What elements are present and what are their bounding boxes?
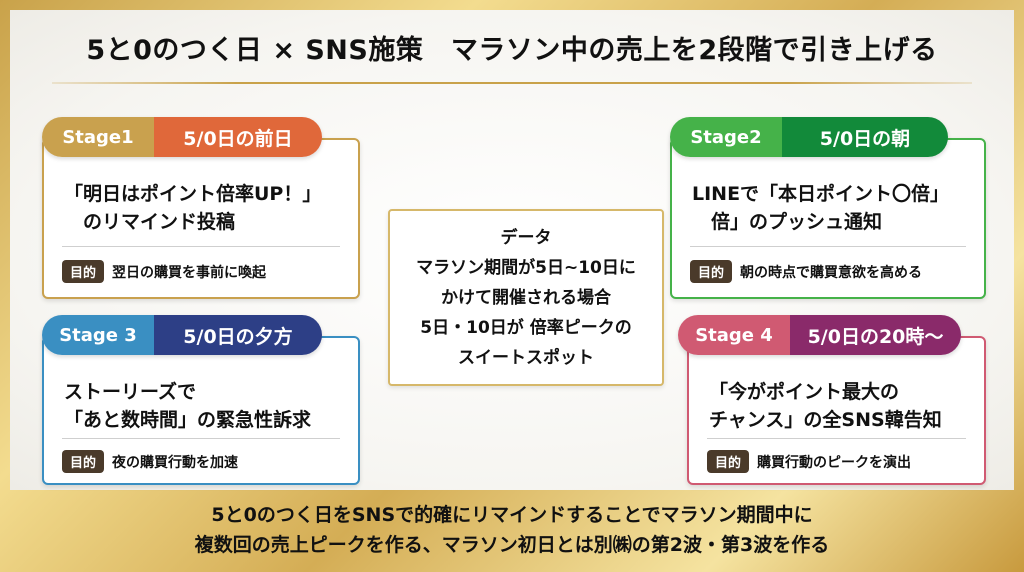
stage4-card: 「今がポイント最大の チャンス」の全SNS韓告知 目的 購買行動のピークを演出 bbox=[687, 336, 986, 485]
stage2-card: LINEで「本日ポイント〇倍」 倍」のプッシュ通知 目的 朝の時点で購買意欲を高… bbox=[670, 138, 986, 299]
center-heading: データ bbox=[500, 228, 552, 248]
stage1-timing: 5/0日の前日 bbox=[154, 117, 322, 157]
stage2-purpose-tag: 目的 bbox=[690, 260, 733, 283]
title-divider bbox=[52, 82, 972, 84]
stage4-purpose-tag: 目的 bbox=[707, 450, 750, 473]
stage1-header-pill: Stage1 5/0日の前日 bbox=[42, 117, 322, 157]
stage1-card: 「明日はポイント倍率UP！」 のリマインド投稿 目的 翌日の購買を事前に喚起 bbox=[42, 138, 360, 299]
stage3-card: ストーリーズで 「あと数時間」の緊急性訴求 目的 夜の購買行動を加速 bbox=[42, 336, 360, 485]
stage3-purpose-text: 夜の購買行動を加速 bbox=[112, 454, 239, 471]
stage3-header-pill: Stage 3 5/0日の夕方 bbox=[42, 315, 322, 355]
page-title: 5と0のつく日 × SNS施策 マラソン中の売上を2段階で引き上げる bbox=[86, 35, 938, 66]
stage3-main-text: ストーリーズで 「あと数時間」の緊急性訴求 bbox=[64, 381, 312, 431]
main-panel: 5と0のつく日 × SNS施策 マラソン中の売上を2段階で引き上げる 「明日はポ… bbox=[10, 10, 1014, 490]
stage1-divider bbox=[62, 246, 340, 247]
stage4-label: Stage 4 bbox=[678, 315, 790, 355]
stage4-purpose-text: 購買行動のピークを演出 bbox=[757, 454, 912, 471]
footer-summary: 5と0のつく日をSNSで的確にリマインドすることでマラソン期間中に 複数回の売上… bbox=[0, 500, 1024, 560]
center-line-4: スイートスポット bbox=[458, 348, 594, 368]
stage1-label: Stage1 bbox=[42, 117, 154, 157]
stage2-divider bbox=[690, 246, 966, 247]
stage4-header-pill: Stage 4 5/0日の20時～ bbox=[678, 315, 961, 355]
stage3-label: Stage 3 bbox=[42, 315, 154, 355]
stage1-purpose-text: 翌日の購買を事前に喚起 bbox=[112, 264, 267, 281]
stage2-main-text: LINEで「本日ポイント〇倍」 倍」のプッシュ通知 bbox=[692, 183, 950, 233]
stage2-timing: 5/0日の朝 bbox=[782, 117, 948, 157]
center-line-1: マラソン期間が5日~10日に bbox=[416, 258, 636, 278]
stage2-label: Stage2 bbox=[670, 117, 782, 157]
stage3-divider bbox=[62, 438, 340, 439]
stage2-header-pill: Stage2 5/0日の朝 bbox=[670, 117, 948, 157]
stage2-purpose: 目的 朝の時点で購買意欲を高める bbox=[690, 260, 922, 283]
stage4-purpose: 目的 購買行動のピークを演出 bbox=[707, 450, 911, 473]
stage1-purpose: 目的 翌日の購買を事前に喚起 bbox=[62, 260, 266, 283]
stage1-purpose-tag: 目的 bbox=[62, 260, 105, 283]
stage2-purpose-text: 朝の時点で購買意欲を高める bbox=[740, 264, 923, 281]
center-line-3: 5日・10日が 倍率ピークの bbox=[420, 318, 632, 338]
center-data-box: データ マラソン期間が5日~10日に かけて開催される場合 5日・10日が 倍率… bbox=[388, 209, 664, 386]
stage1-main-text: 「明日はポイント倍率UP！」 のリマインド投稿 bbox=[64, 183, 322, 233]
stage4-timing: 5/0日の20時～ bbox=[790, 315, 961, 355]
stage4-main-text: 「今がポイント最大の チャンス」の全SNS韓告知 bbox=[709, 381, 942, 431]
stage3-purpose: 目的 夜の購買行動を加速 bbox=[62, 450, 238, 473]
stage3-purpose-tag: 目的 bbox=[62, 450, 105, 473]
center-line-2: かけて開催される場合 bbox=[441, 288, 611, 308]
footer-line-2: 複数回の売上ピークを作る、マラソン初日とは別㈱の第2波・第3波を作る bbox=[194, 534, 830, 556]
footer-line-1: 5と0のつく日をSNSで的確にリマインドすることでマラソン期間中に bbox=[211, 504, 813, 526]
stage4-divider bbox=[707, 438, 966, 439]
stage3-timing: 5/0日の夕方 bbox=[154, 315, 322, 355]
